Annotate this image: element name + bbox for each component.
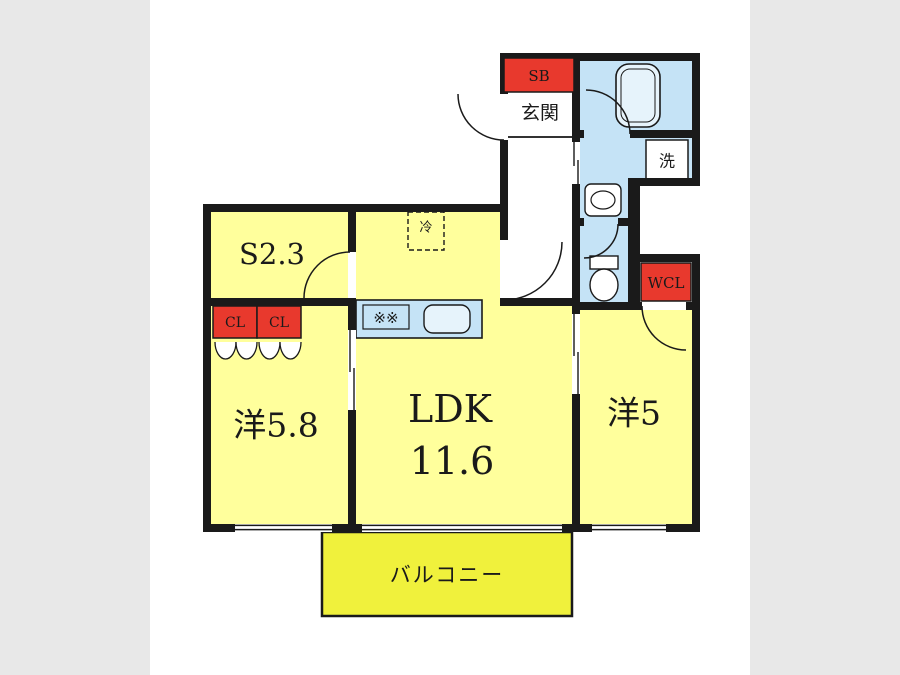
wall bbox=[562, 524, 592, 532]
label-wcl: WCL bbox=[648, 274, 685, 292]
sliding-door-washroom bbox=[572, 142, 580, 184]
bath-door-opening bbox=[584, 130, 630, 138]
wall bbox=[203, 204, 211, 532]
folding-door-fan bbox=[258, 341, 281, 360]
wall bbox=[572, 184, 580, 302]
labels: SB 玄関 洗 WCL S2.3 CL CL 洋5.8 LDK 11.6 洋5 … bbox=[225, 67, 684, 587]
shoe-box bbox=[503, 57, 575, 93]
folding-door-fan bbox=[279, 341, 302, 360]
wall bbox=[628, 178, 640, 310]
bath-door-arc bbox=[585, 89, 631, 135]
wall bbox=[692, 53, 700, 186]
walls bbox=[203, 53, 700, 532]
walk-in-closet-box bbox=[640, 262, 692, 302]
label-balcony: バルコニー bbox=[390, 563, 505, 587]
balcony-area bbox=[320, 530, 574, 618]
kitchen-sink-icon bbox=[423, 304, 471, 334]
wall bbox=[580, 218, 584, 226]
wall bbox=[572, 302, 640, 310]
label-entrance: 玄関 bbox=[521, 102, 559, 124]
toilet-door-opening bbox=[584, 218, 618, 226]
doors bbox=[303, 89, 687, 351]
wall bbox=[203, 524, 235, 532]
wall bbox=[572, 394, 580, 532]
window-ldk-balcony bbox=[362, 524, 562, 532]
toilet-bowl-icon bbox=[589, 268, 619, 302]
room-western-5 bbox=[580, 310, 692, 524]
label-ldk-size: 11.6 bbox=[410, 439, 495, 483]
label-service-room: S2.3 bbox=[239, 237, 305, 271]
wcl-door-arc bbox=[641, 305, 687, 351]
label-refrigerator: 冷 bbox=[419, 221, 432, 236]
wall bbox=[630, 130, 700, 138]
toilet-tank-icon bbox=[589, 255, 619, 270]
vanity-basin-icon bbox=[590, 190, 616, 210]
wall bbox=[203, 298, 356, 306]
wall bbox=[572, 130, 584, 138]
label-western-5: 洋5 bbox=[607, 394, 661, 433]
folding-door-fan bbox=[214, 341, 237, 360]
wall bbox=[628, 254, 700, 262]
wall bbox=[332, 524, 362, 532]
wcl-door-opening bbox=[642, 302, 686, 310]
label-closet-left: CL bbox=[225, 315, 245, 331]
storage-boxes bbox=[212, 57, 692, 339]
wall bbox=[628, 302, 642, 310]
window-western58 bbox=[235, 524, 332, 532]
wall bbox=[666, 524, 700, 532]
bathtub-inner-line bbox=[620, 68, 656, 123]
sliding-doors bbox=[348, 142, 580, 410]
wall bbox=[500, 140, 508, 240]
hallway-door-opening bbox=[500, 240, 508, 298]
label-ldk: LDK bbox=[408, 387, 493, 431]
bathtub-icon bbox=[615, 63, 661, 128]
windows bbox=[235, 524, 666, 532]
sliding-door-western58 bbox=[348, 330, 356, 410]
wall bbox=[636, 178, 700, 186]
wall bbox=[692, 254, 700, 310]
vanity-sink-icon bbox=[584, 183, 622, 217]
folding-doors bbox=[214, 341, 302, 360]
entrance-step-line bbox=[508, 136, 572, 138]
wall bbox=[692, 302, 700, 532]
wall bbox=[348, 204, 508, 212]
window-western5 bbox=[592, 524, 666, 532]
entrance-door-arc bbox=[457, 93, 505, 141]
sliding-door-western5 bbox=[572, 314, 580, 394]
wall bbox=[500, 53, 700, 61]
wall bbox=[348, 298, 356, 330]
wall bbox=[500, 298, 580, 306]
entrance-door-opening bbox=[500, 94, 508, 140]
room-service-s23 bbox=[211, 212, 348, 298]
label-shoe-box: SB bbox=[528, 67, 549, 85]
wall bbox=[203, 204, 356, 212]
label-washer: 洗 bbox=[659, 152, 675, 171]
stove-icon bbox=[362, 304, 410, 330]
service-room-door-arc bbox=[303, 251, 351, 299]
wall bbox=[348, 410, 356, 532]
label-western-58: 洋5.8 bbox=[233, 406, 318, 445]
wall bbox=[348, 204, 356, 252]
toilet-door-arc bbox=[583, 223, 619, 259]
wall bbox=[618, 218, 628, 226]
folding-door-fan bbox=[235, 341, 258, 360]
closet-right bbox=[256, 305, 302, 339]
label-closet-right: CL bbox=[269, 315, 289, 331]
hallway-door-arc bbox=[503, 241, 563, 301]
wall bbox=[572, 53, 580, 142]
label-stove-burners: ※※ bbox=[373, 309, 398, 327]
hallway-floor bbox=[508, 212, 572, 298]
closet-left bbox=[212, 305, 258, 339]
